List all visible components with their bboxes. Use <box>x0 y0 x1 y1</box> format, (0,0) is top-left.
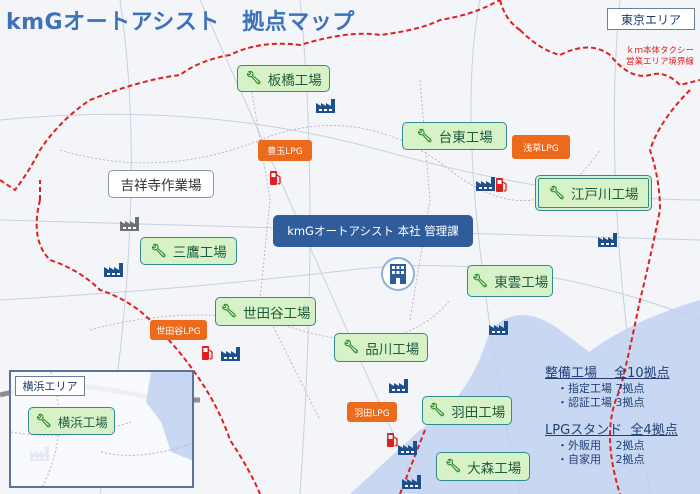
page-title: kmGオートアシスト 拠点マップ <box>6 10 355 35</box>
factory-callout[interactable]: 🔧︎ 世田谷工場 <box>215 297 316 326</box>
yokohama-area-label: 横浜エリア <box>15 376 85 396</box>
workshop-callout[interactable]: 吉祥寺作業場 <box>108 170 214 198</box>
factory-icon[interactable] <box>489 320 509 335</box>
wrench-icon: 🔧︎ <box>35 413 52 429</box>
factory-callout[interactable]: 🔧︎ 東雲工場 <box>467 265 553 297</box>
legend: 整備工場 全10拠点 ・指定工場 7拠点 ・認証工場 3拠点 LPGスタンド 全… <box>545 366 678 467</box>
factory-icon[interactable] <box>221 346 241 361</box>
fuel-pump-icon[interactable] <box>387 432 398 447</box>
legend-item: ・認証工場 3拠点 <box>557 396 645 409</box>
wrench-icon: 🔧︎ <box>245 71 262 86</box>
factory-callout[interactable]: 🔧︎ 板橋工場 <box>237 65 330 92</box>
legend-maintenance-heading: 整備工場 全10拠点 <box>545 366 670 381</box>
factory-name: 板橋工場 <box>267 72 322 89</box>
factory-name: 品川工場 <box>365 341 420 358</box>
factory-icon[interactable] <box>402 474 422 489</box>
factory-callout-yokohama[interactable]: 🔧︎ 横浜工場 <box>28 407 115 435</box>
workshop-name: 吉祥寺作業場 <box>120 178 202 194</box>
lpg-stand-label[interactable]: 豊玉LPG <box>258 140 312 161</box>
factory-icon[interactable] <box>316 98 336 113</box>
tokyo-area-label: 東京エリア <box>607 8 695 30</box>
wrench-icon: 🔧︎ <box>220 304 237 319</box>
wrench-icon: 🔧︎ <box>548 185 565 201</box>
wrench-icon: 🔧︎ <box>428 403 446 418</box>
wrench-icon: 🔧︎ <box>150 243 167 259</box>
tokyo-bay <box>350 300 700 494</box>
lpg-stand-label[interactable]: 羽田LPG <box>347 402 397 422</box>
fuel-pump-icon[interactable] <box>202 345 213 360</box>
factory-callout[interactable]: 🔧︎ 台東工場 <box>402 122 507 150</box>
factory-name: 台東工場 <box>438 130 493 146</box>
wrench-icon: 🔧︎ <box>444 459 462 474</box>
lpg-stand-label[interactable]: 世田谷LPG <box>150 320 207 340</box>
boundary-note-line1: ｋｍ本体タクシー <box>625 46 694 56</box>
factory-icon[interactable] <box>104 262 124 277</box>
legend-item: ・指定工場 7拠点 <box>557 382 645 395</box>
factory-callout[interactable]: 🔧︎ 羽田工場 <box>422 396 512 425</box>
legend-lpg-heading: LPGスタンド 全4拠点 <box>545 423 678 438</box>
boundary-note: ｋｍ本体タクシー 営業エリア境界線 <box>600 46 694 68</box>
factory-icon[interactable] <box>476 176 496 191</box>
factory-name: 三鷹工場 <box>172 245 227 261</box>
headquarters-callout[interactable]: kmGオートアシスト 本社 管理課 <box>273 215 473 247</box>
factory-name: 羽田工場 <box>451 404 506 421</box>
lpg-stand-label[interactable]: 浅草LPG <box>512 135 570 159</box>
legend-item: ・外販用 2拠点 <box>557 439 645 452</box>
factory-callout[interactable]: 🔧︎ 大森工場 <box>436 452 530 481</box>
factory-icon[interactable] <box>398 440 418 455</box>
wrench-icon: 🔧︎ <box>342 340 360 355</box>
factory-callout[interactable]: 🔧︎ 江戸川工場 <box>535 175 652 211</box>
factory-name: 世田谷工場 <box>243 305 311 322</box>
factory-callout[interactable]: 🔧︎ 品川工場 <box>334 333 428 362</box>
factory-icon[interactable] <box>389 378 409 393</box>
fuel-pump-icon[interactable] <box>496 177 507 192</box>
fuel-pump-icon[interactable] <box>270 170 281 185</box>
factory-callout[interactable]: 🔧︎ 三鷹工場 <box>140 237 237 265</box>
factory-name: 江戸川工場 <box>571 187 639 203</box>
factory-name: 東雲工場 <box>494 275 549 291</box>
workshop-factory-icon[interactable] <box>120 216 140 231</box>
factory-icon[interactable] <box>598 232 618 247</box>
office-building-icon[interactable] <box>380 256 416 292</box>
boundary-note-line2: 営業エリア境界線 <box>625 57 694 67</box>
legend-item: ・自家用 2拠点 <box>557 453 645 466</box>
wrench-icon: 🔧︎ <box>471 273 489 289</box>
factory-name: 大森工場 <box>467 460 522 477</box>
yokohama-inset-map: 横浜エリア 🔧︎ 横浜工場 <box>9 370 194 488</box>
factory-name: 横浜工場 <box>57 414 108 430</box>
wrench-icon: 🔧︎ <box>416 128 433 144</box>
